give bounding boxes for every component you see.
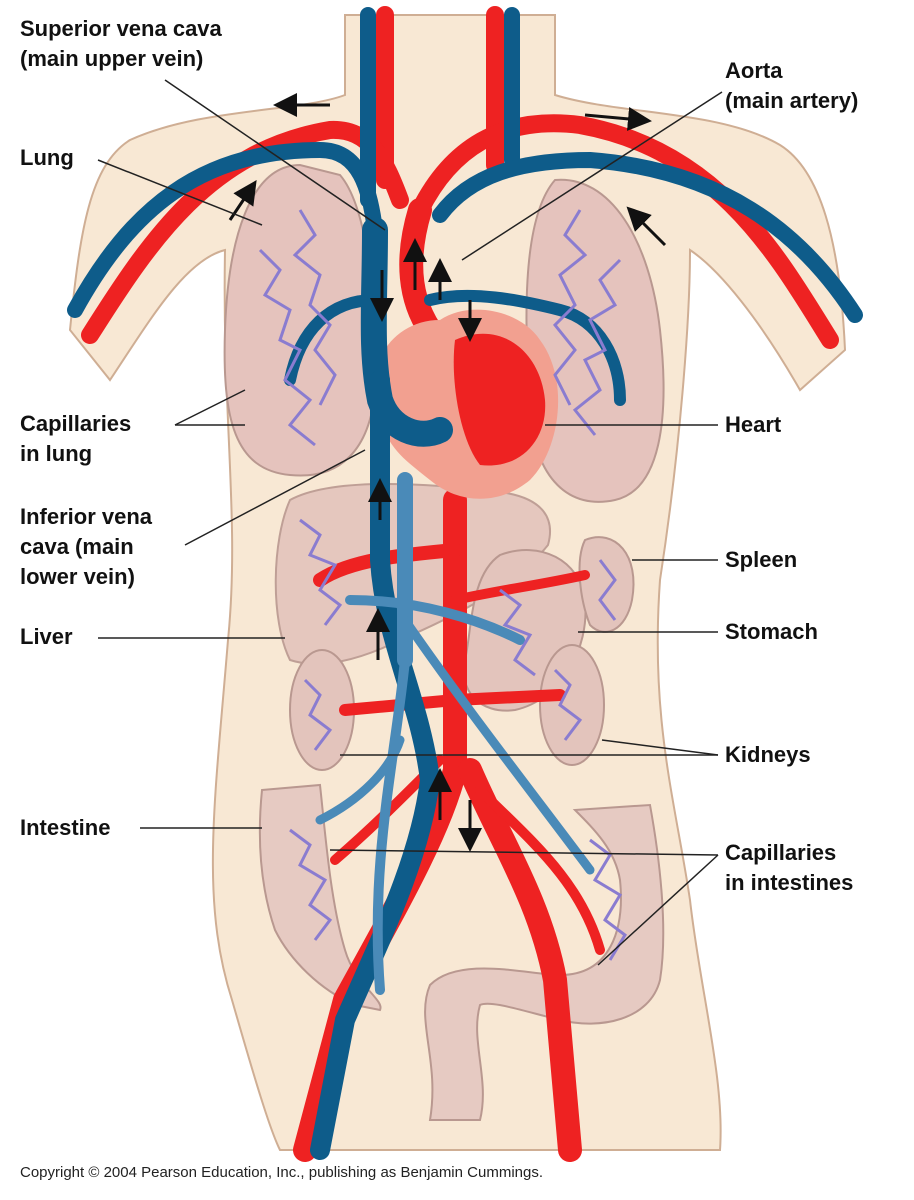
flow-arrows [228, 93, 667, 852]
leader-lines [97, 79, 723, 966]
capillaries [258, 209, 627, 961]
label-superior-vena-cava: Superior vena cava(main upper vein) [20, 16, 222, 71]
right-kidney [539, 644, 605, 766]
heart-left-side [453, 333, 546, 466]
label-lung: Lung [20, 145, 74, 170]
label-stomach: Stomach [725, 619, 818, 644]
colon [424, 803, 665, 1121]
label-aorta: Aorta(main artery) [725, 58, 859, 113]
copyright-notice: Copyright © 2004 Pearson Education, Inc.… [20, 1164, 544, 1181]
spleen [578, 536, 635, 633]
portal-veins [315, 472, 595, 995]
label-heart: Heart [725, 412, 782, 437]
label-kidneys: Kidneys [725, 742, 811, 767]
label-intestine: Intestine [20, 815, 111, 840]
large-intestine [258, 783, 382, 1012]
right-lung [525, 178, 665, 503]
label-liver: Liver [20, 624, 73, 649]
label-spleen: Spleen [725, 547, 798, 572]
